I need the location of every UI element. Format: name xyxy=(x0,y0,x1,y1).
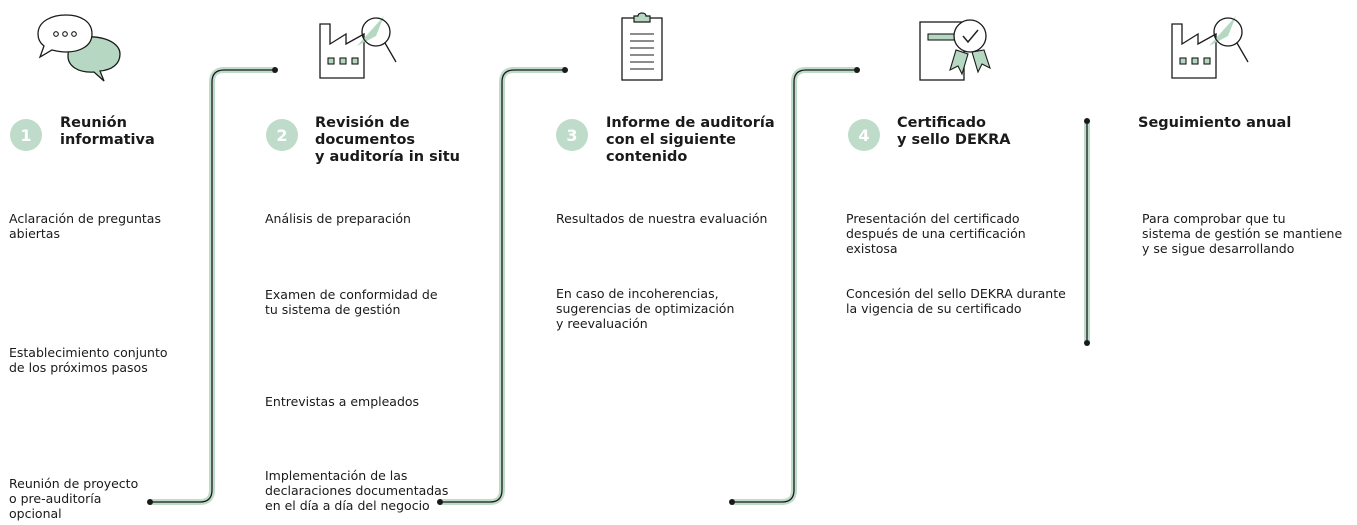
step-title: Reunión informativa xyxy=(60,115,155,148)
factory-magnifier-icon xyxy=(1171,16,1249,79)
step-item: Concesión del sello DEKRA durante la vig… xyxy=(846,286,1066,316)
step-number-badge: 2 xyxy=(266,119,298,151)
step-item: Establecimiento conjunto de los próximos… xyxy=(9,345,168,375)
step-title: Certificado y sello DEKRA xyxy=(897,115,1011,148)
step-item: Examen de conformidad de tu sistema de g… xyxy=(265,287,438,317)
step-title: Seguimiento anual xyxy=(1138,115,1292,131)
connector-dot xyxy=(437,499,443,505)
connector-dot xyxy=(272,67,278,73)
speech-bubbles-icon xyxy=(37,14,121,82)
step-item: Aclaración de preguntas abiertas xyxy=(9,211,161,241)
certificate-seal-icon xyxy=(919,19,991,81)
step-title: Revisión de documentos y auditoría in si… xyxy=(315,115,460,165)
step-title: Informe de auditoría con el siguiente co… xyxy=(606,115,775,165)
step-item: Presentación del certificado después de … xyxy=(846,211,1026,256)
step-number-badge: 4 xyxy=(848,119,880,151)
connector-1-2 xyxy=(150,67,275,505)
connector-dot xyxy=(1084,340,1090,346)
step-item: Reunión de proyecto o pre-auditoría opci… xyxy=(9,476,139,521)
connector-3-4 xyxy=(732,67,857,505)
step-item: Implementación de las declaraciones docu… xyxy=(265,468,449,513)
connector-dot xyxy=(562,67,568,73)
factory-magnifier-icon xyxy=(319,16,397,79)
connector-dot xyxy=(854,67,860,73)
step-item: Para comprobar que tu sistema de gestión… xyxy=(1142,211,1343,256)
connector-dot xyxy=(1084,118,1090,124)
step-item: Resultados de nuestra evaluación xyxy=(556,211,768,226)
step-number-badge: 1 xyxy=(10,119,42,151)
connector-dot xyxy=(147,499,153,505)
connector-2-3 xyxy=(440,67,565,505)
step-item: En caso de incoherencias, sugerencias de… xyxy=(556,286,735,331)
clipboard-icon xyxy=(621,12,663,81)
connector-dot xyxy=(729,499,735,505)
step-item: Entrevistas a empleados xyxy=(265,394,420,409)
step-number-badge: 3 xyxy=(556,119,588,151)
step-item: Análisis de preparación xyxy=(265,211,411,226)
